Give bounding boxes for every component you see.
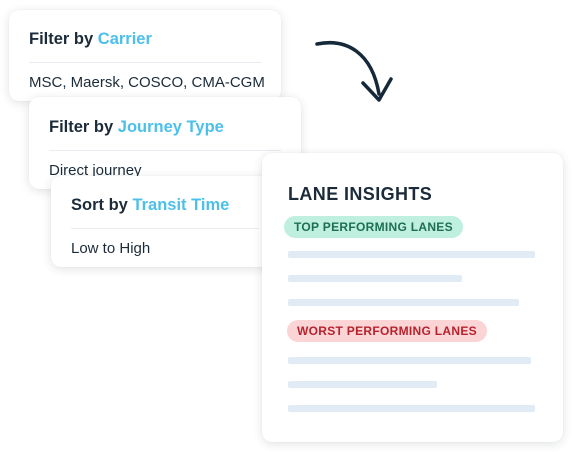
top-performing-lanes-badge: TOP PERFORMING LANES bbox=[284, 216, 463, 238]
lane-insights-title: LANE INSIGHTS bbox=[288, 184, 433, 204]
placeholder-bar bbox=[288, 275, 462, 282]
journey-type-filter-prefix: Filter by bbox=[49, 118, 114, 136]
divider bbox=[71, 227, 259, 229]
carrier-filter-card[interactable]: Filter by Carrier MSC, Maersk, COSCO, CM… bbox=[9, 10, 281, 101]
worst-performing-lanes-badge: WORST PERFORMING LANES bbox=[287, 320, 487, 342]
placeholder-bar bbox=[288, 357, 531, 364]
top-lanes-placeholder-list bbox=[288, 251, 537, 306]
divider bbox=[29, 61, 261, 63]
divider bbox=[49, 149, 281, 151]
transit-time-sort-card[interactable]: Sort by Transit Time Low to High bbox=[51, 176, 279, 267]
placeholder-bar bbox=[288, 405, 535, 412]
transit-time-sort-field: Transit Time bbox=[132, 196, 230, 214]
transit-time-sort-value[interactable]: Low to High bbox=[71, 239, 151, 257]
carrier-filter-field: Carrier bbox=[97, 30, 152, 48]
journey-type-filter-card[interactable]: Filter by Journey Type Direct journey bbox=[29, 97, 301, 189]
placeholder-bar bbox=[288, 381, 437, 388]
journey-type-filter-heading: Filter by Journey Type bbox=[49, 97, 281, 136]
placeholder-bar bbox=[288, 299, 519, 306]
transit-time-sort-prefix: Sort by bbox=[71, 196, 128, 214]
curved-arrow-icon bbox=[315, 41, 393, 102]
carrier-filter-heading: Filter by Carrier bbox=[29, 10, 261, 48]
lane-insights-card: LANE INSIGHTS TOP PERFORMING LANES WORST… bbox=[262, 153, 563, 442]
journey-type-filter-value[interactable]: Direct journey bbox=[49, 161, 142, 179]
transit-time-sort-heading: Sort by Transit Time bbox=[71, 176, 259, 214]
placeholder-bar bbox=[288, 251, 535, 258]
carrier-filter-value[interactable]: MSC, Maersk, COSCO, CMA-CGM bbox=[29, 73, 265, 91]
journey-type-filter-field: Journey Type bbox=[117, 118, 224, 136]
worst-lanes-placeholder-list bbox=[288, 357, 537, 412]
carrier-filter-prefix: Filter by bbox=[29, 30, 94, 48]
